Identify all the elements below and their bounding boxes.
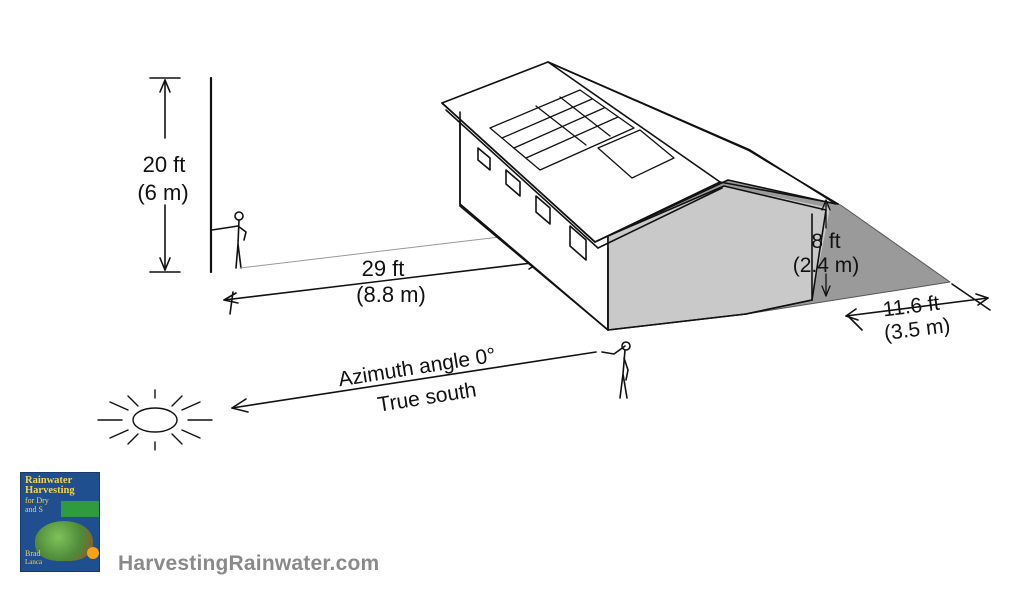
azimuth-arrow (231, 351, 597, 413)
book-green-band (61, 501, 99, 517)
book-title-line2: Harvesting (25, 485, 75, 496)
book-author-line2: Lanca (25, 558, 43, 566)
person-near-pole (211, 211, 247, 269)
solar-panels (489, 89, 675, 179)
book-title-line1: Rainwater (25, 475, 73, 486)
person-observer (601, 341, 631, 399)
book-author-line1: Brad (25, 549, 41, 558)
book-sun-badge (87, 547, 99, 559)
sight-line (239, 235, 509, 269)
sun-icon (97, 389, 213, 451)
shadow-length-dimension (845, 283, 991, 331)
pole-height-dimension (149, 77, 181, 273)
book-cover-art (35, 521, 93, 561)
distance-m-label: (8.8 m) (356, 282, 426, 307)
eave-height-dimension (821, 199, 831, 297)
pole-height-ft-label: 20 ft (143, 152, 186, 177)
book-subtitle-line2: and S (25, 505, 43, 514)
eave-height-m-label: (2.4 m) (793, 254, 860, 277)
pole-height-m-label: (6 m) (137, 180, 188, 205)
book-subtitle-line1: for Dry (25, 496, 49, 505)
website-label[interactable]: HarvestingRainwater.com (118, 552, 380, 575)
book-cover: Rainwater Harvesting for Dry and S Brad … (20, 472, 100, 572)
distance-ft-label: 29 ft (362, 256, 405, 281)
eave-height-ft-label: 8 ft (811, 230, 840, 253)
